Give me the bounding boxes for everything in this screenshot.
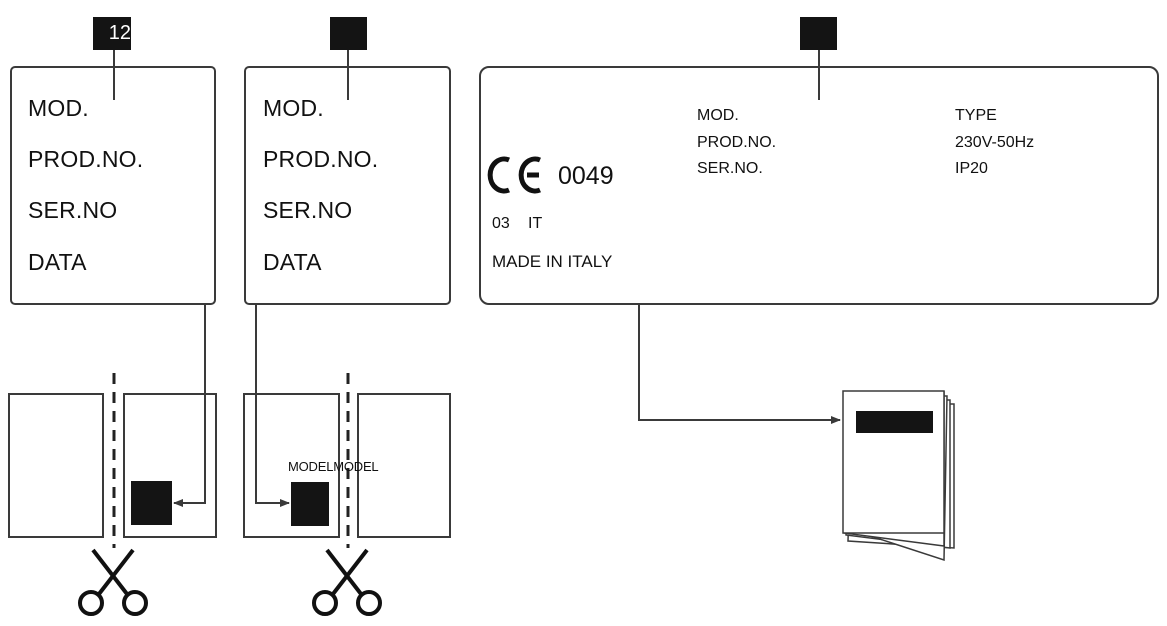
middle-label-prod-no: PROD.NO. <box>263 146 379 172</box>
left-label-prod-no: PROD.NO. <box>28 146 144 172</box>
plate-year: 03 <box>492 215 510 232</box>
arrow-to-manual <box>638 304 841 424</box>
sticker-left <box>131 481 172 525</box>
left-tag: 12 <box>93 17 131 50</box>
ce-mark-icon <box>487 156 541 194</box>
left-tag-number: 12 <box>108 22 131 44</box>
plate-country: IT <box>528 215 543 232</box>
middle-tag <box>330 17 367 50</box>
plate-field-mod: MOD. <box>697 107 739 124</box>
left-label-ser-no: SER.NO <box>28 197 118 223</box>
plate-field-ser-no: SER.NO. <box>697 160 763 177</box>
arrow-middle <box>255 304 290 507</box>
left-label-data: DATA <box>28 249 87 275</box>
plate-field-prod-no: PROD.NO. <box>697 134 777 151</box>
plate-value-type: TYPE <box>955 107 997 124</box>
cut-sheet-caption: MODELMODEL <box>288 459 379 474</box>
plate-value-ip: IP20 <box>955 160 988 177</box>
sticker-middle <box>291 482 329 526</box>
manual-booklet-icon <box>842 390 955 562</box>
arrow-left <box>173 304 206 507</box>
middle-label-ser-no: SER.NO <box>263 197 353 223</box>
right-tag <box>800 17 837 50</box>
plate-value-voltage: 230V-50Hz <box>955 134 1035 151</box>
scissors-icon <box>78 548 148 616</box>
made-in-text: MADE IN ITALY <box>492 252 613 271</box>
sheet-mid-a <box>243 393 340 538</box>
ce-number: 0049 <box>558 162 614 190</box>
middle-label-mod: MOD. <box>263 95 324 121</box>
sheet-left-a <box>8 393 104 538</box>
sheet-mid-b <box>357 393 451 538</box>
sheet-left-b <box>123 393 217 538</box>
scissors-icon <box>312 548 382 616</box>
left-label-mod: MOD. <box>28 95 89 121</box>
middle-label-data: DATA <box>263 249 322 275</box>
